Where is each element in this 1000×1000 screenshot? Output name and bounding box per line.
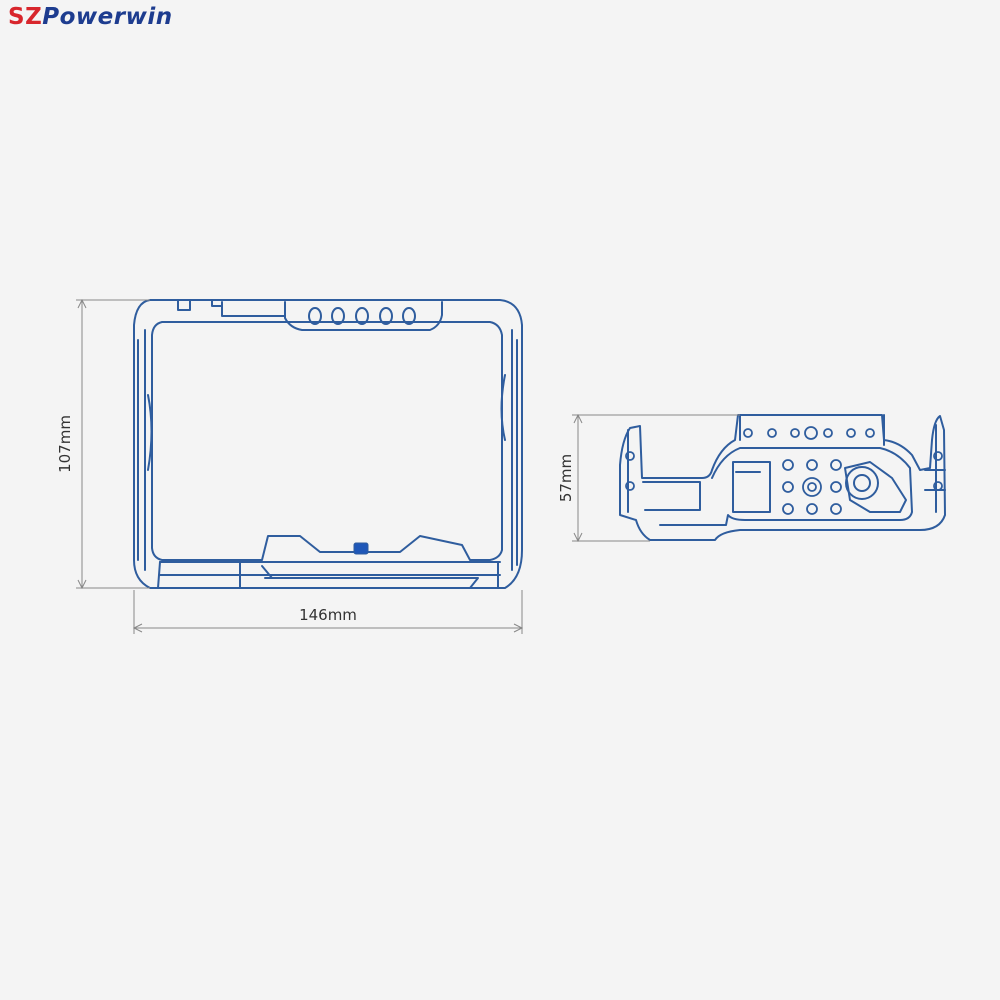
mount-hole <box>802 477 822 497</box>
mount-hole <box>865 428 875 438</box>
mount-hole <box>782 481 794 493</box>
mount-hole <box>782 503 794 515</box>
front-height-label: 107mm <box>56 415 74 473</box>
mount-hole <box>806 503 818 515</box>
side-mount-holes <box>625 426 943 515</box>
mount-hole <box>807 482 817 492</box>
mount-hole <box>804 426 818 440</box>
mount-hole <box>625 451 635 461</box>
mount-hole <box>767 428 777 438</box>
mount-hole <box>933 481 943 491</box>
mount-hole <box>933 451 943 461</box>
mount-hole <box>823 428 833 438</box>
mount-hole <box>830 459 842 471</box>
mount-hole <box>355 307 369 325</box>
mount-hole <box>308 307 322 325</box>
mount-hole <box>806 459 818 471</box>
side-height-label: 57mm <box>557 454 575 502</box>
mount-hole <box>830 481 842 493</box>
side-height-dimension <box>572 413 740 543</box>
front-view-drawing <box>133 299 523 589</box>
mount-hole <box>379 307 393 325</box>
brand-logo-part1: SZ <box>8 4 43 30</box>
brand-logo-part2: Powerwin <box>42 4 173 30</box>
mount-hole <box>625 481 635 491</box>
mount-hole <box>830 503 842 515</box>
mount-hole <box>402 307 416 325</box>
release-button-accent <box>353 542 369 555</box>
mount-hole <box>790 428 800 438</box>
mount-hole <box>331 307 345 325</box>
front-top-mount-holes <box>308 307 416 325</box>
front-width-dimension <box>132 590 524 634</box>
brand-logo: SZPowerwin <box>8 4 173 30</box>
mount-hole <box>743 428 753 438</box>
front-height-dimension <box>76 298 150 590</box>
mount-hole <box>846 428 856 438</box>
side-view-drawing <box>619 414 946 541</box>
mount-hole <box>782 459 794 471</box>
front-width-label: 146mm <box>299 606 357 624</box>
